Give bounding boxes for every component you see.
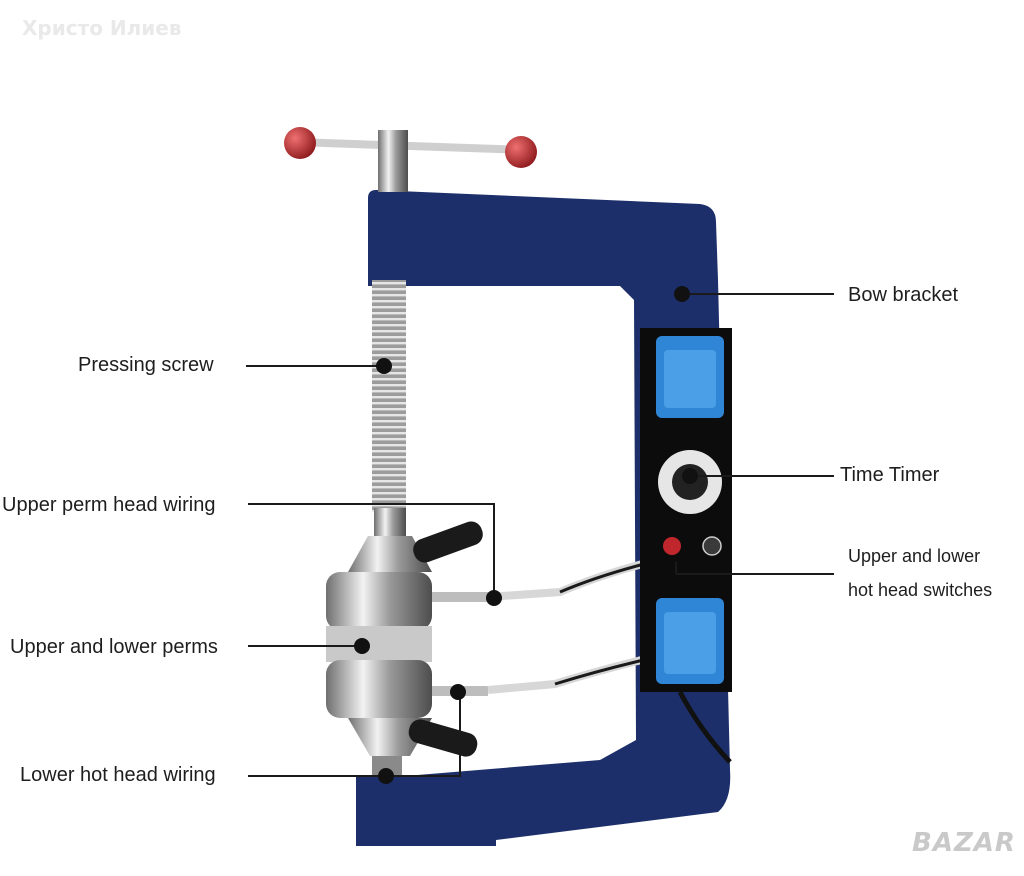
bow-bracket (356, 190, 731, 846)
label-upper-perm-wiring: Upper perm head wiring (2, 494, 216, 516)
upper-wiring-spring (432, 592, 488, 602)
power-cord (677, 690, 732, 764)
pressing-screw (372, 280, 406, 512)
dot-time-timer (682, 468, 698, 484)
watermark-text: Христо Илиев (22, 16, 182, 40)
label-switches-line2: hot head switches (848, 580, 993, 600)
upper-socket-cover (664, 350, 716, 408)
label-time-timer: Time Timer (840, 464, 940, 486)
leader-lower-wiring (248, 692, 461, 777)
dot-pressing-screw (376, 358, 392, 374)
t-handle-bar (300, 138, 522, 154)
dot-upper-perm-wiring (486, 590, 502, 606)
upper-perm-cone (348, 536, 432, 572)
bazar-logo: BAZAR (912, 828, 1016, 858)
switch-red (663, 537, 681, 555)
lower-handle (408, 719, 478, 757)
upper-perm-head (326, 572, 432, 630)
screw-collar (374, 508, 406, 538)
dot-bow-bracket (674, 286, 690, 302)
right-knob (505, 136, 537, 168)
perm-band (326, 626, 432, 662)
label-switches-line1: Upper and lower (848, 546, 981, 566)
label-lower-hot-head-wiring: Lower hot head wiring (20, 764, 216, 786)
lower-perm-head (326, 660, 432, 718)
lower-socket-cover (664, 612, 716, 674)
lower-perm-tip (372, 756, 402, 776)
label-pressing-screw: Pressing screw (78, 354, 214, 376)
bracket-foot (356, 776, 496, 846)
switch-dark (702, 536, 722, 556)
dot-upper-lower-perms (354, 638, 370, 654)
dot-lower-wiring-tip (378, 768, 394, 784)
upper-handle (413, 521, 483, 563)
upper-wiring-cable (487, 558, 652, 601)
label-upper-lower-perms: Upper and lower perms (10, 636, 218, 658)
left-knob (284, 127, 316, 159)
dot-lower-wiring (450, 684, 466, 700)
label-bow-bracket: Bow bracket (848, 284, 959, 306)
leader-upper-perm-wiring (248, 503, 495, 598)
screw-top-nut (378, 130, 408, 192)
